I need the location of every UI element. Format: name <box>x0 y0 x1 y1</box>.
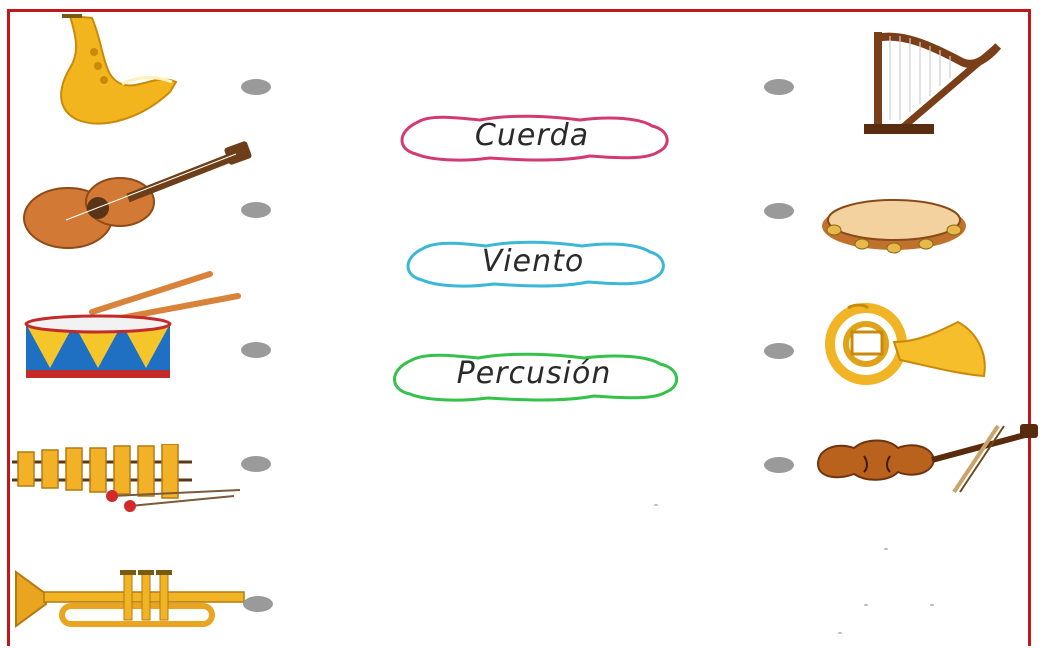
category-percusion[interactable]: Percusión <box>384 350 684 404</box>
scan-speck <box>864 604 868 606</box>
match-dot-harp[interactable] <box>764 79 794 95</box>
category-label: Viento <box>481 244 585 279</box>
scan-speck <box>838 632 842 634</box>
match-dot-saxophone[interactable] <box>241 79 271 95</box>
french-horn-icon[interactable] <box>808 302 990 386</box>
xylophone-icon[interactable] <box>12 444 246 514</box>
scan-speck <box>884 548 888 550</box>
tambourine-icon[interactable] <box>818 190 970 254</box>
match-dot-guitar[interactable] <box>241 202 271 218</box>
cloud-outline <box>406 240 665 288</box>
saxophone-icon[interactable] <box>22 12 182 130</box>
match-dot-violin[interactable] <box>764 457 794 473</box>
page-frame <box>7 9 1031 646</box>
trumpet-icon[interactable] <box>14 566 248 632</box>
guitar-icon[interactable] <box>16 140 254 252</box>
scan-speck <box>654 504 658 506</box>
match-dot-trumpet[interactable] <box>243 596 273 612</box>
drum-icon[interactable] <box>22 270 246 384</box>
scan-speck <box>930 604 934 606</box>
category-label: Percusión <box>456 356 612 391</box>
cloud-outline <box>400 114 669 162</box>
match-dot-french-horn[interactable] <box>764 343 794 359</box>
category-viento[interactable]: Viento <box>398 238 668 290</box>
cloud-outline <box>393 352 678 402</box>
category-label: Cuerda <box>474 118 590 153</box>
match-dot-drum[interactable] <box>241 342 271 358</box>
category-cuerda[interactable]: Cuerda <box>390 112 674 164</box>
violin-icon[interactable] <box>814 418 1041 494</box>
match-dot-tambourine[interactable] <box>764 203 794 219</box>
match-dot-xylophone[interactable] <box>241 456 271 472</box>
harp-icon[interactable] <box>862 28 1004 136</box>
